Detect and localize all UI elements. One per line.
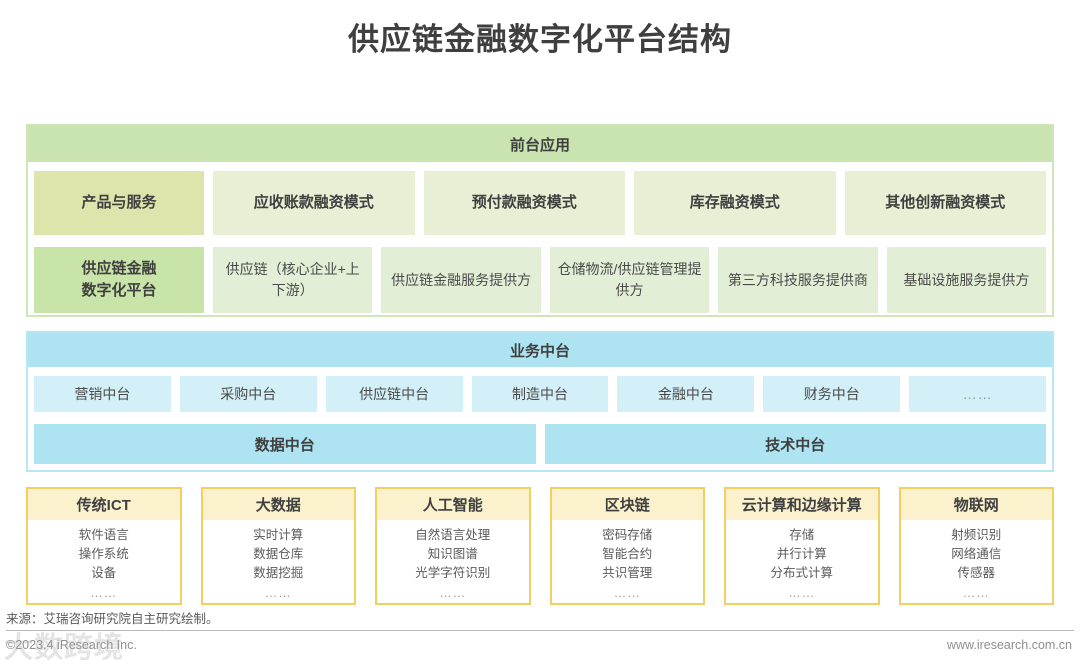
middle-cell-procurement[interactable]: 采购中台	[179, 376, 317, 412]
tech-card-ellipsis: ……	[90, 585, 118, 600]
tech-card-item: 数据仓库	[253, 546, 304, 561]
tech-card-item: 光学字符识别	[415, 566, 491, 581]
tech-card-item: 知识图谱	[427, 546, 478, 561]
tech-card-ellipsis: ……	[264, 585, 292, 600]
products-row-label: 产品与服务	[34, 171, 204, 235]
tech-card-item: 共识管理	[602, 566, 653, 581]
middle-platform-cells-row: 营销中台 采购中台 供应链中台 制造中台 金融中台 财务中台 ……	[28, 376, 1052, 412]
tech-card-item: 网络通信	[951, 546, 1002, 561]
tech-card-item: 操作系统	[78, 546, 129, 561]
participant-cell-scf-service[interactable]: 供应链金融服务提供方	[381, 247, 541, 313]
tech-card-body: 自然语言处理 知识图谱 光学字符识别 ……	[377, 520, 529, 604]
tech-card-ellipsis: ……	[439, 585, 467, 600]
tech-card-title: 云计算和边缘计算	[726, 489, 878, 520]
tech-card-big-data[interactable]: 大数据 实时计算 数据仓库 数据挖掘 ……	[200, 487, 356, 605]
tech-card-title: 物联网	[900, 489, 1052, 520]
middle-platform-header: 业务中台	[28, 333, 1052, 367]
middle-cell-marketing[interactable]: 营销中台	[34, 376, 171, 412]
copyright-text: ©2023.4 iResearch Inc.	[6, 638, 137, 652]
tech-card-item: 软件语言	[78, 527, 129, 542]
tech-card-item: 密码存储	[602, 527, 653, 542]
middle-cell-supply-chain[interactable]: 供应链中台	[325, 376, 463, 412]
product-cell-receivables[interactable]: 应收账款融资模式	[213, 171, 415, 235]
tech-card-body: 存储 并行计算 分布式计算 ……	[726, 520, 878, 604]
source-note: 来源：艾瑞咨询研究院自主研究绘制。	[6, 612, 219, 626]
tech-card-internet-of-things[interactable]: 物联网 射频识别 网络通信 传感器 ……	[898, 487, 1054, 605]
middle-cell-accounting[interactable]: 财务中台	[763, 376, 901, 412]
front-office-header: 前台应用	[28, 126, 1052, 162]
tech-card-traditional-ict[interactable]: 传统ICT 软件语言 操作系统 设备 ……	[26, 487, 182, 605]
tech-card-title: 传统ICT	[28, 489, 180, 520]
participant-cell-logistics[interactable]: 仓储物流/供应链管理提供方	[549, 247, 710, 313]
tech-card-item: 存储	[789, 527, 815, 542]
tech-card-title: 人工智能	[377, 489, 529, 520]
tech-card-ellipsis: ……	[962, 585, 990, 600]
platform-row-label: 供应链金融 数字化平台	[34, 247, 204, 313]
middle-cell-finance[interactable]: 金融中台	[617, 376, 755, 412]
middle-cell-manufacturing[interactable]: 制造中台	[471, 376, 609, 412]
tech-card-body: 射频识别 网络通信 传感器 ……	[901, 520, 1053, 604]
product-cell-inventory[interactable]: 库存融资模式	[634, 171, 836, 235]
big-cell-tech-platform[interactable]: 技术中台	[544, 424, 1046, 464]
platform-participants-row: 供应链金融 数字化平台 供应链（核心企业+上下游） 供应链金融服务提供方 仓储物…	[28, 247, 1052, 313]
tech-card-body: 密码存储 智能合约 共识管理 ……	[552, 520, 704, 604]
participant-cell-infrastructure[interactable]: 基础设施服务提供方	[886, 247, 1047, 313]
tech-cards-row: 传统ICT 软件语言 操作系统 设备 …… 大数据 实时计算 数据仓库 数据挖掘…	[26, 487, 1054, 605]
tech-card-item: 并行计算	[776, 546, 827, 561]
tech-card-ellipsis: ……	[613, 585, 641, 600]
big-cell-data-platform[interactable]: 数据中台	[34, 424, 536, 464]
participant-cell-third-party-tech[interactable]: 第三方科技服务提供商	[718, 247, 878, 313]
middle-cell-ellipsis: ……	[909, 376, 1047, 412]
product-cell-innovative[interactable]: 其他创新融资模式	[844, 171, 1046, 235]
product-cell-prepayment[interactable]: 预付款融资模式	[423, 171, 625, 235]
footer-divider	[6, 630, 1074, 631]
platform-row-label-line1: 供应链金融	[81, 260, 157, 278]
tech-card-title: 区块链	[551, 489, 703, 520]
front-office-panel: 前台应用 产品与服务 应收账款融资模式 预付款融资模式 库存融资模式 其他创新融…	[26, 124, 1054, 317]
tech-card-item: 数据挖掘	[253, 566, 304, 581]
page-title: 供应链金融数字化平台结构	[348, 22, 732, 57]
middle-platform-big-row: 数据中台 技术中台	[28, 424, 1052, 464]
tech-card-artificial-intelligence[interactable]: 人工智能 自然语言处理 知识图谱 光学字符识别 ……	[375, 487, 531, 605]
platform-row-label-line2: 数字化平台	[81, 282, 157, 299]
tech-card-item: 传感器	[957, 566, 995, 581]
tech-card-item: 自然语言处理	[415, 527, 491, 542]
tech-card-item: 智能合约	[602, 546, 653, 561]
middle-platform-panel: 业务中台 营销中台 采购中台 供应链中台 制造中台 金融中台 财务中台 …… 数…	[26, 331, 1054, 472]
tech-card-blockchain[interactable]: 区块链 密码存储 智能合约 共识管理 ……	[549, 487, 705, 605]
tech-card-item: 实时计算	[253, 527, 304, 542]
tech-card-item: 射频识别	[951, 527, 1002, 542]
participant-cell-supply-chain[interactable]: 供应链（核心企业+上下游）	[213, 247, 373, 313]
tech-card-body: 软件语言 操作系统 设备 ……	[28, 520, 180, 604]
tech-card-cloud-edge-computing[interactable]: 云计算和边缘计算 存储 并行计算 分布式计算 ……	[724, 487, 880, 605]
tech-card-ellipsis: ……	[788, 585, 816, 600]
tech-card-item: 分布式计算	[770, 566, 833, 581]
products-row: 产品与服务 应收账款融资模式 预付款融资模式 库存融资模式 其他创新融资模式	[28, 171, 1052, 235]
tech-card-body: 实时计算 数据仓库 数据挖掘 ……	[203, 520, 355, 604]
website-link[interactable]: www.iresearch.com.cn	[946, 638, 1072, 652]
tech-card-item: 设备	[91, 566, 117, 581]
tech-card-title: 大数据	[202, 489, 354, 520]
